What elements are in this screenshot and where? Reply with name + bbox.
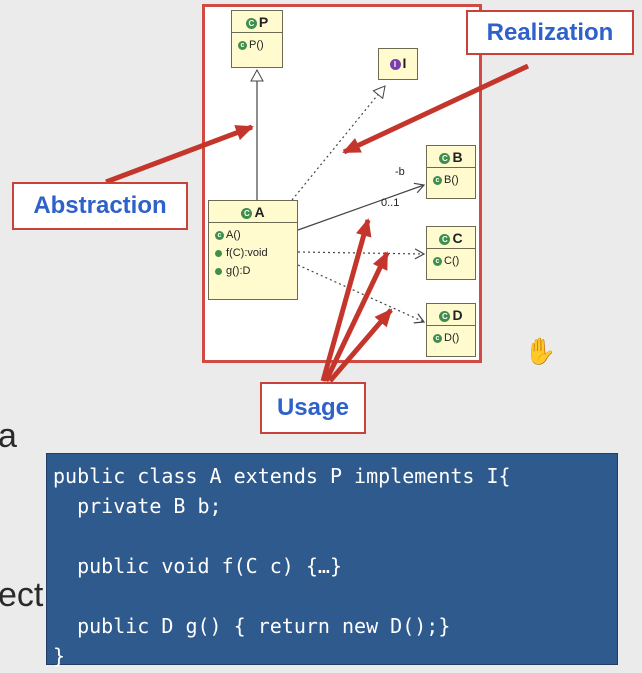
abstraction-label: Abstraction: [12, 182, 188, 230]
class-icon: C: [241, 207, 253, 219]
code-line: private B b;: [53, 494, 222, 518]
constructor-icon: c: [433, 333, 442, 343]
usage-label: Usage: [260, 382, 366, 434]
edge-text-fragment-1: a: [0, 417, 17, 455]
interface-icon: I: [389, 58, 401, 70]
constructor-icon: c: [433, 175, 442, 185]
operation: f(C):void: [226, 247, 268, 259]
edge-text-fragment-2: ect: [0, 576, 44, 614]
operation: B(): [444, 174, 459, 186]
constructor-icon: c: [215, 230, 224, 240]
association-multiplicity: 0..1: [381, 197, 400, 209]
code-line: [53, 581, 611, 611]
usage-arrow-2: [323, 251, 390, 383]
interface-name: I: [402, 55, 407, 71]
code-block: public class A extends P implements I{ p…: [46, 453, 618, 668]
class-name: A: [254, 204, 265, 220]
class-name: D: [452, 307, 463, 323]
code-line: public class A extends P implements I{: [53, 464, 511, 488]
constructor-icon: c: [238, 40, 247, 50]
abstraction-arrow: [105, 124, 254, 185]
operation: D(): [444, 332, 460, 344]
class-name: C: [452, 230, 463, 246]
association-role: -b: [395, 166, 405, 178]
realization-arrow: [342, 63, 530, 155]
grab-hand-icon: ✋: [524, 336, 557, 366]
code-line: public void f(C c) {…}: [53, 554, 342, 578]
code-line: public D g() { return new D();}: [53, 614, 451, 638]
code-line: [53, 521, 611, 551]
method-icon: [215, 267, 222, 275]
class-icon: C: [245, 17, 257, 29]
class-icon: C: [439, 310, 451, 322]
method-icon: [215, 249, 222, 257]
operation: C(): [444, 255, 460, 267]
usage-line-d: [297, 264, 426, 324]
usage-line-c: [297, 248, 426, 260]
class-name: B: [452, 149, 463, 165]
realization-label: Realization: [466, 10, 634, 55]
operation: P(): [249, 39, 264, 51]
operation: A(): [226, 229, 241, 241]
operation: g():D: [226, 265, 251, 277]
class-icon: C: [439, 152, 451, 164]
code-line: }: [53, 644, 66, 668]
usage-arrow-3: [328, 308, 393, 383]
association-line: [297, 182, 426, 231]
class-name: P: [258, 14, 269, 30]
class-icon: C: [439, 233, 451, 245]
constructor-icon: c: [433, 256, 442, 266]
usage-arrow-1: [320, 218, 372, 382]
